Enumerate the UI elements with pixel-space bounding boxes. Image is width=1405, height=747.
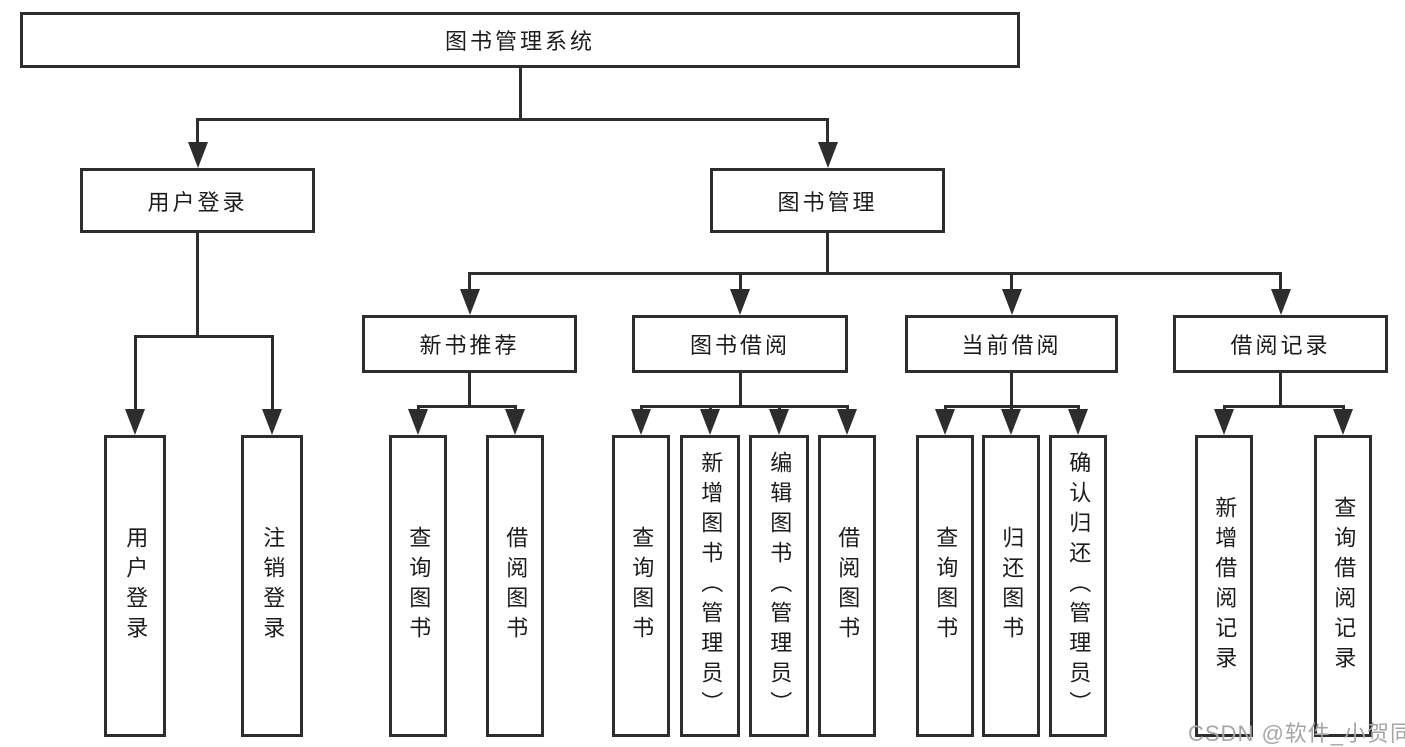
arrow-down-icon: [1068, 409, 1088, 435]
connector-line: [1341, 405, 1345, 411]
connector-line: [518, 68, 522, 118]
node-borrow-books-recommend: 借阅图书: [486, 435, 544, 737]
connector-line: [738, 272, 742, 291]
node-return-books: 归还图书: [982, 435, 1040, 737]
node-borrow-books-borrowing: 借阅图书: [818, 435, 876, 737]
connector-line: [468, 373, 471, 405]
connector-line: [416, 405, 420, 411]
watermark: CSDN @软件_小贺同学: [1188, 721, 1405, 746]
arrow-down-icon: [769, 409, 789, 435]
arrow-down-icon: [1270, 289, 1291, 315]
connector-line: [1279, 272, 1282, 291]
node-query-books-borrowing: 查询图书: [612, 435, 670, 737]
connector-line: [196, 118, 199, 144]
connector-line: [1076, 405, 1080, 411]
node-add-book-admin: 新增图书（管理员）: [680, 435, 740, 737]
connector-line: [641, 405, 847, 408]
arrow-down-icon: [700, 409, 720, 435]
arrow-down-icon: [631, 409, 651, 435]
arrow-down-icon: [459, 289, 480, 315]
node-book-management: 图书管理: [710, 168, 945, 233]
connector-line: [708, 405, 712, 411]
node-user-login: 用户登录: [80, 168, 315, 233]
connector-line: [1010, 272, 1013, 291]
node-new-book-recommend: 新书推荐: [362, 315, 577, 373]
node-logout-action: 注销登录: [241, 435, 303, 737]
node-borrowing-records: 借阅记录: [1173, 315, 1388, 373]
node-book-borrowing: 图书借阅: [632, 315, 848, 373]
connector-line: [1279, 373, 1282, 405]
arrow-down-icon: [817, 142, 838, 168]
connector-line: [133, 335, 137, 411]
node-query-books-recommend: 查询图书: [389, 435, 447, 737]
arrow-down-icon: [125, 409, 145, 435]
connector-line: [845, 405, 849, 411]
node-confirm-return-admin: 确认归还（管理员）: [1049, 435, 1107, 737]
connector-line: [468, 272, 471, 291]
connector-line: [1010, 373, 1013, 405]
connector-line: [1009, 405, 1013, 411]
node-query-books-current: 查询图书: [916, 435, 974, 737]
connector-line: [826, 233, 829, 272]
connector-line: [135, 335, 272, 338]
arrow-down-icon: [837, 409, 857, 435]
arrow-down-icon: [1214, 409, 1234, 435]
arrow-down-icon: [505, 409, 525, 435]
node-user-login-action: 用户登录: [104, 435, 166, 737]
connector-line: [738, 373, 742, 405]
connector-line: [1222, 405, 1226, 411]
node-library-management-system: 图书管理系统: [20, 12, 1020, 68]
connector-line: [1224, 405, 1343, 408]
arrow-down-icon: [1001, 289, 1022, 315]
connector-line: [469, 272, 1281, 275]
arrow-down-icon: [730, 289, 750, 315]
connector-line: [418, 405, 515, 408]
arrow-down-icon: [1333, 409, 1353, 435]
arrow-down-icon: [1001, 409, 1021, 435]
connector-line: [513, 405, 517, 411]
connector-line: [639, 405, 643, 411]
arrow-down-icon: [262, 409, 282, 435]
arrow-down-icon: [935, 409, 955, 435]
connector-line: [196, 233, 199, 335]
connector-line: [777, 405, 781, 411]
connector-line: [826, 118, 829, 144]
node-current-borrowing: 当前借阅: [905, 315, 1118, 373]
connector-line: [943, 405, 947, 411]
node-query-borrow-records: 查询借阅记录: [1314, 435, 1372, 737]
node-edit-book-admin: 编辑图书（管理员）: [749, 435, 809, 737]
arrow-down-icon: [408, 409, 428, 435]
node-add-borrow-record: 新增借阅记录: [1195, 435, 1253, 737]
arrow-down-icon: [187, 142, 208, 168]
connector-line: [270, 335, 274, 411]
connector-line: [197, 118, 828, 121]
